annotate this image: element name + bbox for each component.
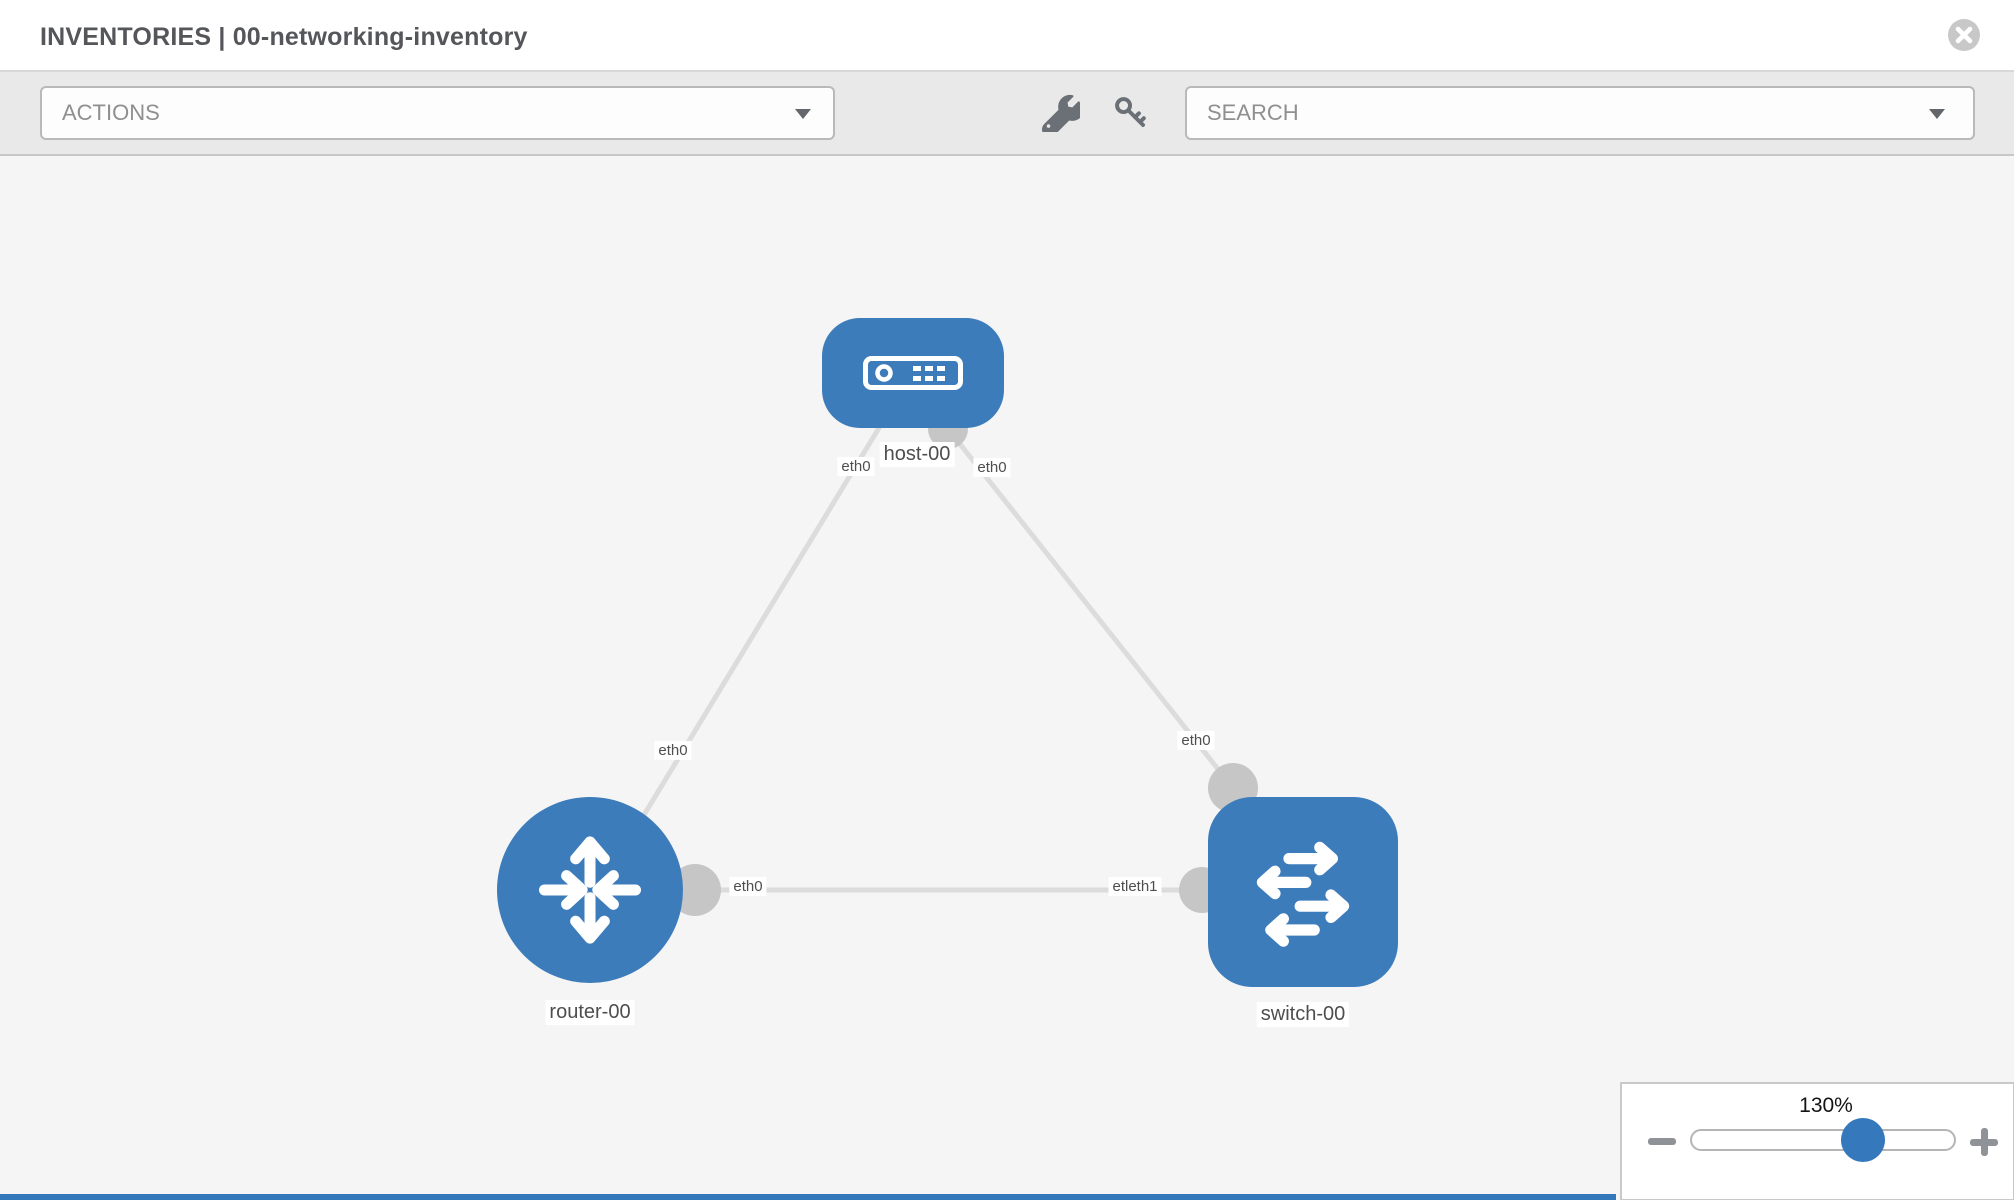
router-icon (538, 836, 642, 944)
page-title: INVENTORIES | 00-networking-inventory (40, 23, 528, 51)
toolbar: ACTIONS SEARCH (0, 72, 2014, 156)
node-switch-00[interactable] (1208, 797, 1398, 987)
zoom-slider-track[interactable] (1690, 1129, 1956, 1151)
zoom-slider-handle[interactable] (1841, 1118, 1885, 1162)
chevron-down-icon (1929, 109, 1945, 119)
node-label-switch-00[interactable]: switch-00 (1256, 1002, 1350, 1027)
host-icon (863, 356, 963, 390)
actions-dropdown-label: ACTIONS (62, 100, 160, 125)
interface-label-router-link: eth0 (654, 741, 692, 760)
interface-label-host-left: eth0 (837, 457, 875, 476)
zoom-out-button[interactable] (1648, 1138, 1676, 1145)
modal-header: INVENTORIES | 00-networking-inventory (0, 0, 2014, 72)
node-router-00[interactable] (497, 797, 683, 983)
background-page-edge (0, 1194, 1616, 1200)
search-placeholder: SEARCH (1207, 100, 1299, 125)
interface-label-router-right: eth0 (729, 877, 767, 896)
node-label-router-00[interactable]: router-00 (545, 1000, 635, 1025)
links-layer (593, 416, 1235, 896)
node-host-00[interactable] (822, 318, 1004, 428)
search-input[interactable]: SEARCH (1185, 86, 1975, 140)
zoom-percentage: 130% (1799, 1094, 1853, 1117)
actions-dropdown[interactable]: ACTIONS (40, 86, 835, 140)
chevron-down-icon (795, 109, 811, 119)
switch-icon (1256, 841, 1350, 947)
interface-label-switch-top: eth0 (1177, 731, 1215, 750)
interface-label-host-right: eth0 (973, 458, 1011, 477)
zoom-in-button[interactable] (1970, 1128, 1998, 1156)
plus-icon (1981, 1128, 1988, 1156)
link-host-switch[interactable] (946, 427, 1235, 790)
topology-canvas[interactable]: host-00 router-00 switch-00 eth0 eth0 et… (0, 156, 2014, 1200)
zoom-control-panel: 130% (1620, 1082, 2014, 1200)
close-icon[interactable] (1948, 19, 1980, 51)
node-label-host-00[interactable]: host-00 (879, 442, 955, 467)
key-icon[interactable] (1112, 94, 1150, 132)
interface-label-switch-left: etleth1 (1108, 877, 1162, 896)
wrench-icon[interactable] (1041, 94, 1085, 138)
